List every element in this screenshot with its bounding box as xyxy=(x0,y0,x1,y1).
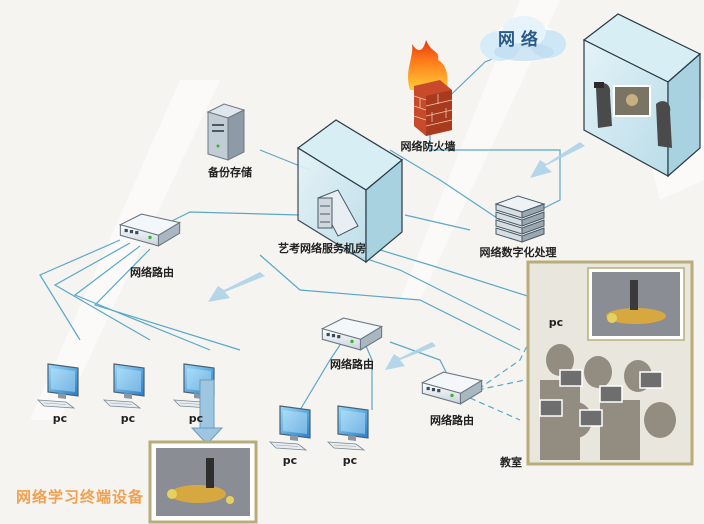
pc-label: pc xyxy=(188,412,204,425)
laptop-label: pc xyxy=(548,316,564,329)
connection-lines xyxy=(39,47,561,421)
down-arrow-icon xyxy=(190,379,224,445)
router-left-label: 网络路由 xyxy=(130,266,174,279)
pc-icon xyxy=(269,405,311,451)
server-room-label: 艺考网络服务机房 xyxy=(278,242,366,255)
pc-label: pc xyxy=(342,454,358,467)
pc-icon xyxy=(103,363,145,409)
router-mid-label: 网络路由 xyxy=(330,358,374,371)
firewall-label: 网络防火墙 xyxy=(400,140,456,153)
firewall-icon xyxy=(408,40,453,136)
terminal-preview-image xyxy=(148,440,258,524)
router-right-label: 网络路由 xyxy=(430,414,474,427)
server-room-icon xyxy=(296,119,404,264)
digitizer-server-icon xyxy=(494,195,546,243)
router-mid-icon xyxy=(321,317,383,351)
pc-label: pc xyxy=(52,412,68,425)
internet-cloud-label: 网 络 xyxy=(498,30,538,50)
pc-icon xyxy=(37,363,79,409)
classroom-panel xyxy=(526,260,694,466)
pc-icon xyxy=(327,405,369,451)
pc-label: pc xyxy=(120,412,136,425)
classroom-label: 教室 xyxy=(500,456,522,469)
internet-cloud xyxy=(480,16,566,62)
studio-room-icon xyxy=(582,13,702,178)
terminal-devices-title: 网络学习终端设备 xyxy=(16,488,145,506)
flow-arrows xyxy=(208,142,585,370)
digitizer-label: 网络数字化处理 xyxy=(479,246,557,259)
pc-label: pc xyxy=(282,454,298,467)
backup-storage-label: 备份存储 xyxy=(208,166,252,179)
backup-server-icon xyxy=(206,103,246,161)
